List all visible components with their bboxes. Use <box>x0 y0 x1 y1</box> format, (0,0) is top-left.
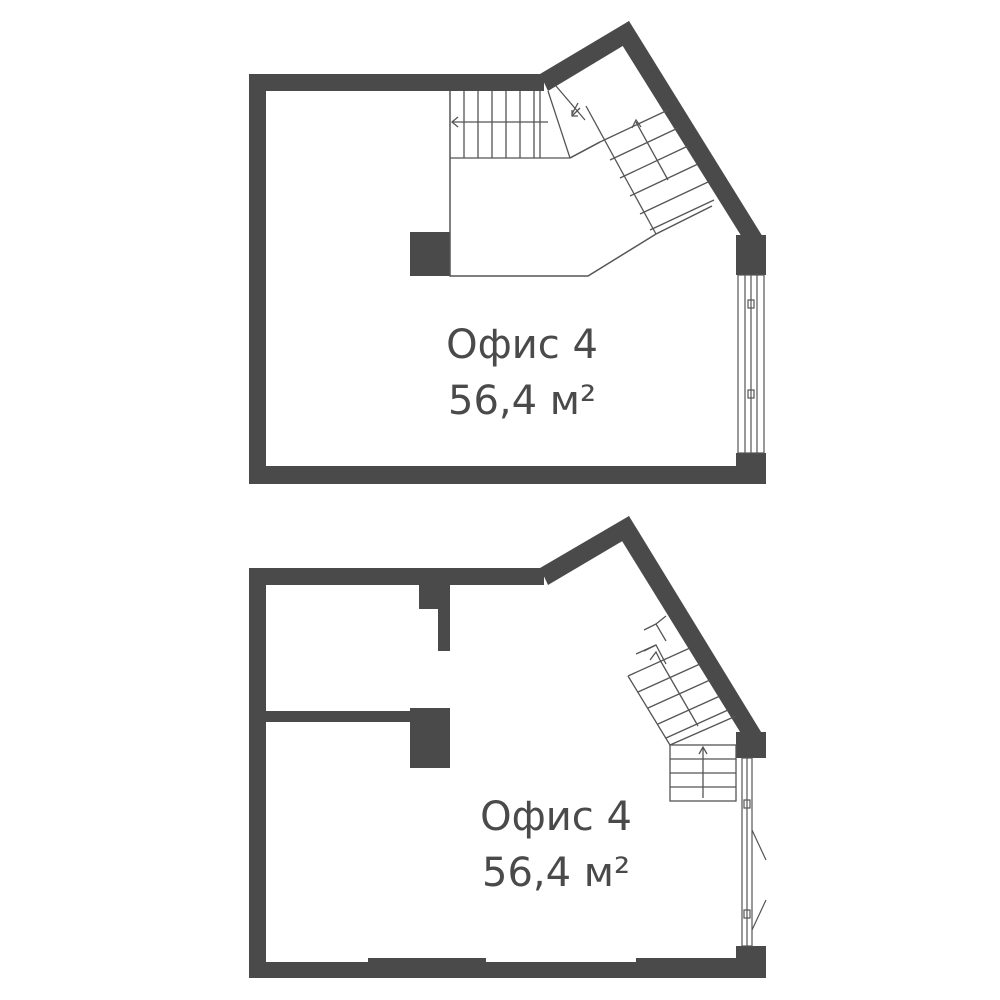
lower-wall-top <box>249 568 544 585</box>
lower-outer-walls <box>249 516 766 978</box>
lower-floor-plan: Офис 4 56,4 м² <box>249 516 767 978</box>
upper-stair-flight-top <box>450 91 570 159</box>
upper-wall-pier-bottom <box>736 453 766 484</box>
lower-stair-flight-bottom <box>669 744 737 802</box>
lower-stair-flight-diagonal <box>627 615 737 746</box>
upper-floor-plan: Офис 4 56,4 м² <box>249 21 766 484</box>
lower-wall-pier-top <box>736 732 766 758</box>
upper-column <box>410 232 450 276</box>
upper-wall-left <box>249 74 266 484</box>
lower-room-title: Офис 4 <box>480 794 632 840</box>
upper-room-area: 56,4 м² <box>448 378 596 424</box>
upper-wall-top-angled <box>540 21 636 91</box>
upper-stair-flight-diagonal <box>585 105 715 235</box>
upper-window <box>737 274 765 454</box>
lower-room-area: 56,4 м² <box>482 850 630 896</box>
lower-wall-top-angled <box>540 516 636 585</box>
lower-wall-left <box>249 568 266 978</box>
lower-wall-bottom-segment-2 <box>636 958 736 978</box>
upper-wall-pier-top <box>736 235 766 275</box>
lower-wall-pier-bottom <box>736 946 766 978</box>
lower-wall-diagonal <box>614 516 766 748</box>
upper-wall-top <box>249 74 544 91</box>
upper-outer-walls <box>249 21 766 484</box>
upper-wall-diagonal <box>614 21 766 250</box>
upper-stair-winder <box>547 85 601 159</box>
lower-wall-stub <box>438 585 450 651</box>
lower-wall-bottom-segment-1 <box>368 958 486 978</box>
upper-stair-opening <box>449 91 713 277</box>
lower-window <box>741 757 767 947</box>
lower-column <box>410 708 450 768</box>
lower-partition-horizontal <box>266 711 410 722</box>
upper-room-title: Офис 4 <box>446 322 598 368</box>
upper-wall-bottom <box>249 466 766 484</box>
